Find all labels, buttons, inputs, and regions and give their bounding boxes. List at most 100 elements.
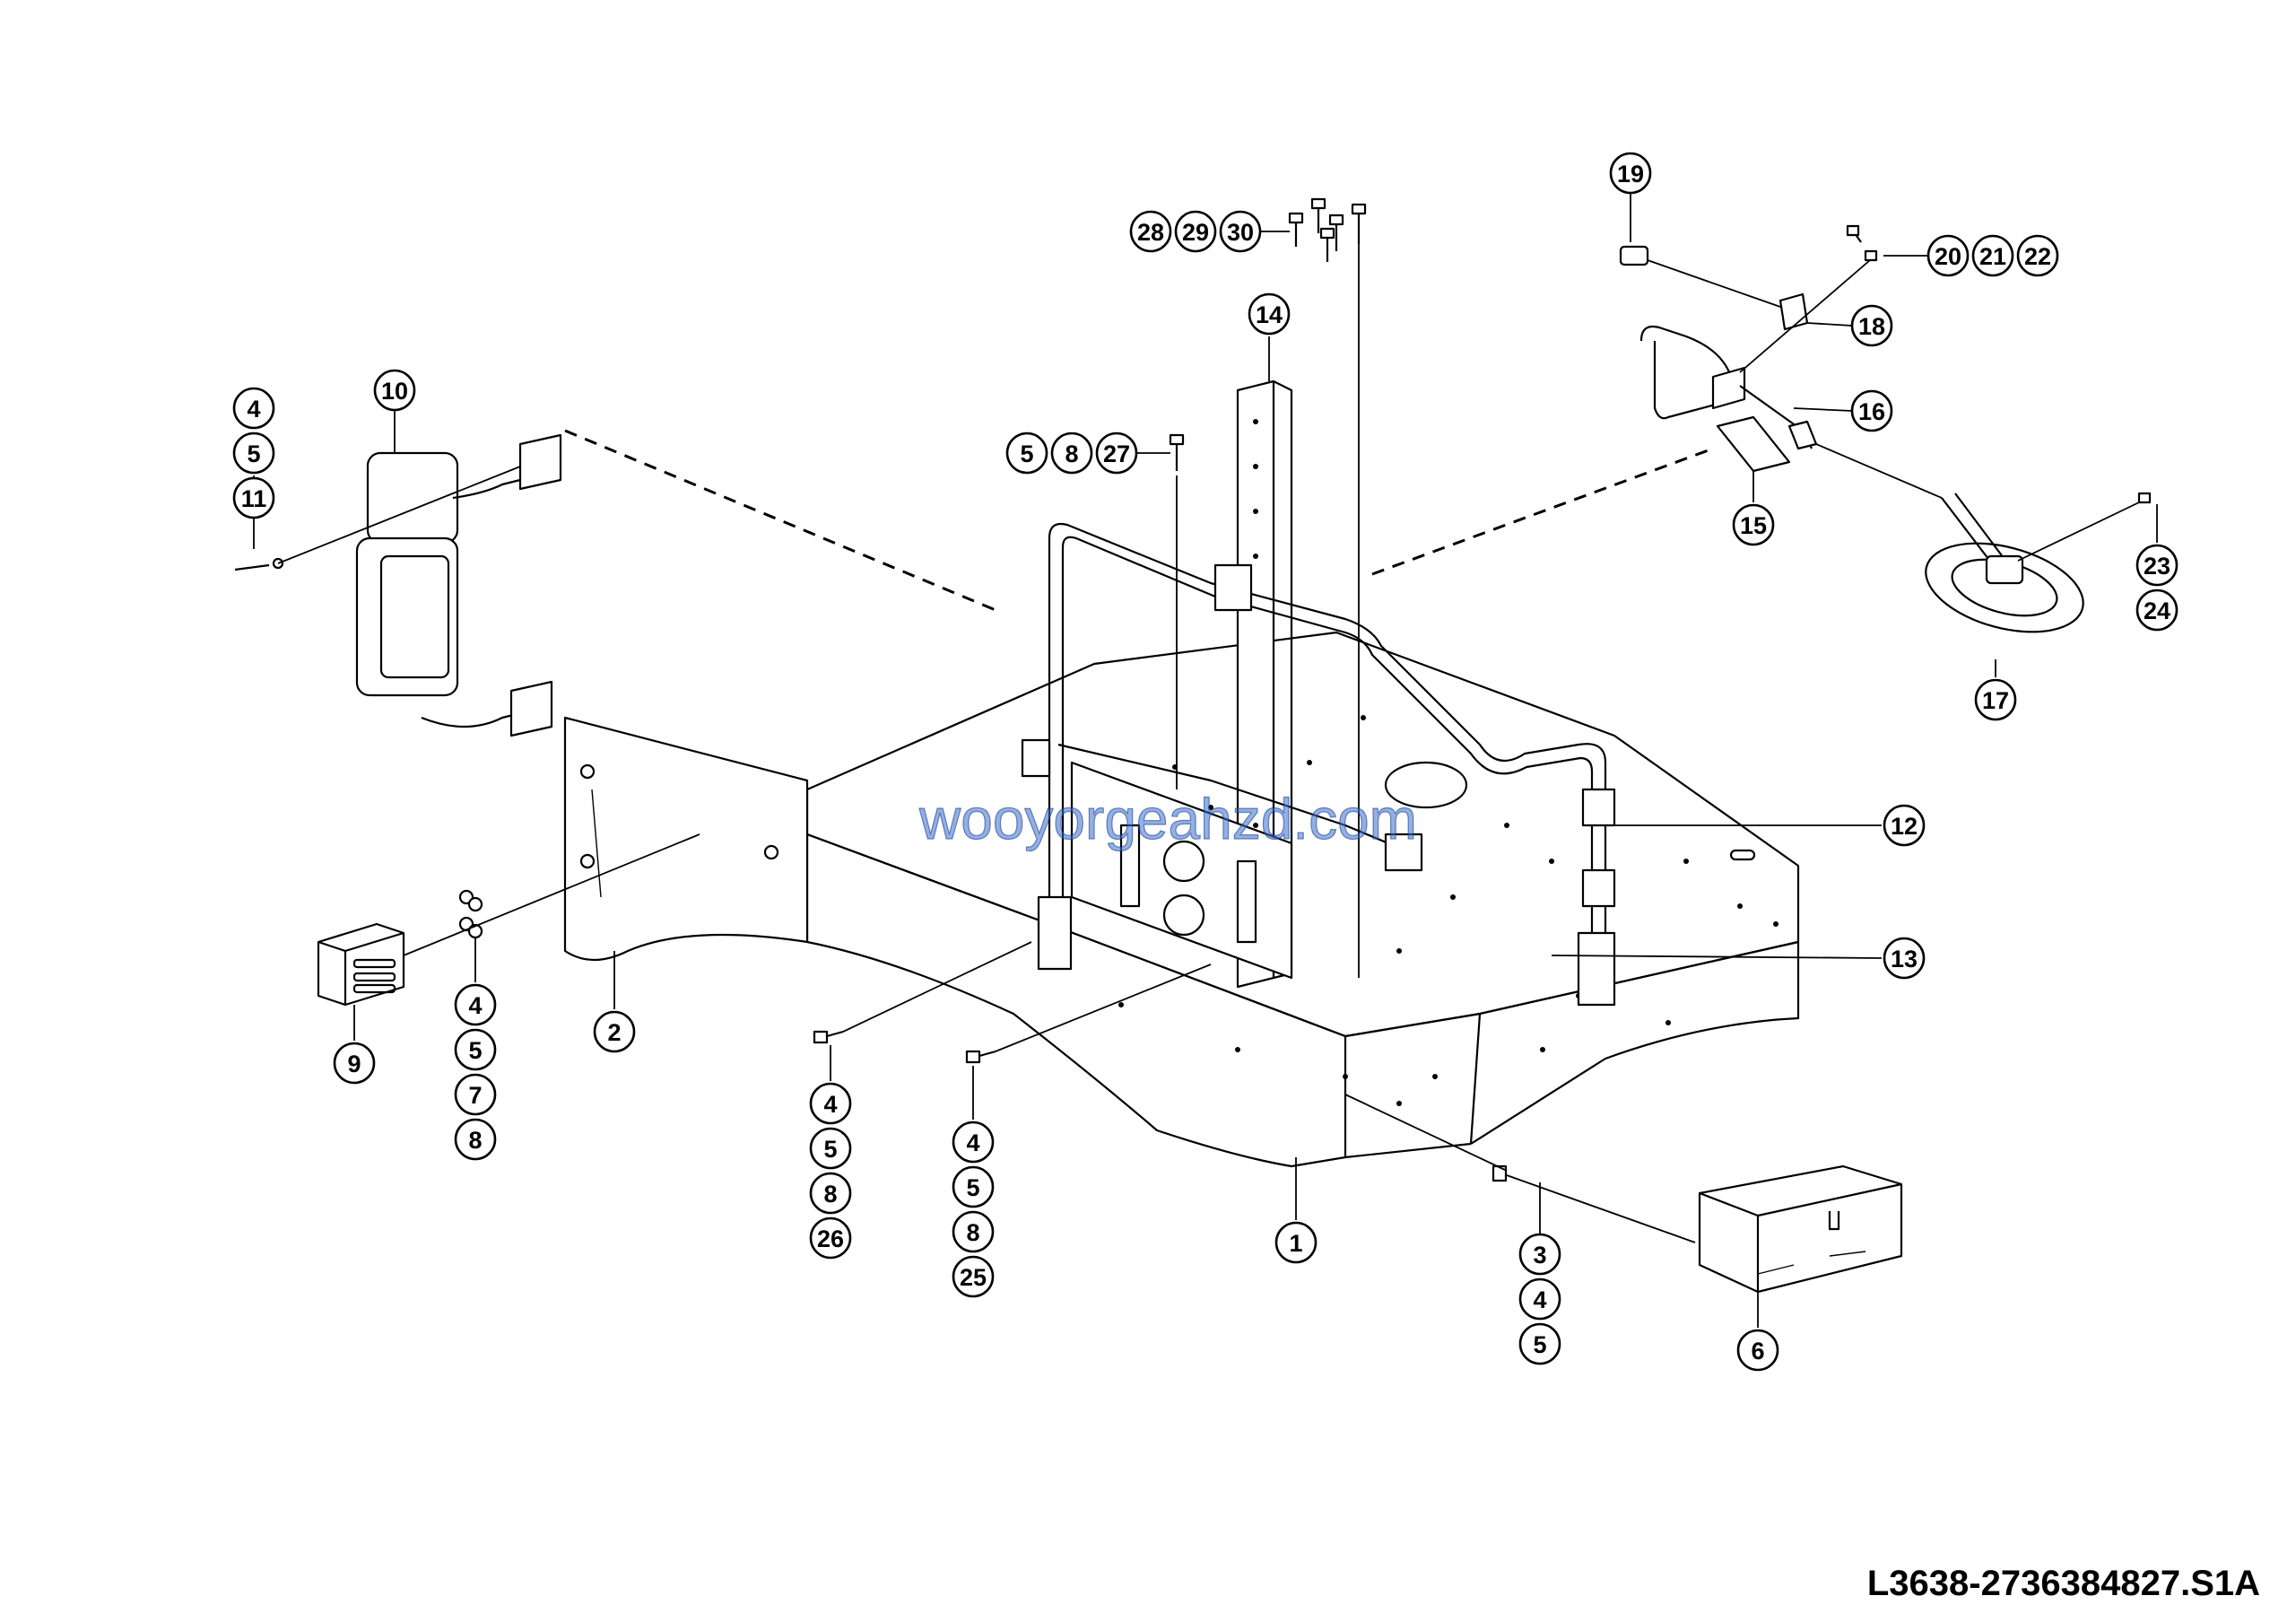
- callout-1: 1: [1274, 1221, 1318, 1264]
- watermark-text: wooyorgeahzd.com: [918, 787, 1417, 851]
- cover-box: [1698, 1164, 1903, 1294]
- callout-circle: [232, 476, 275, 519]
- callout-circle: [1736, 1329, 1779, 1372]
- callout-5: 5: [952, 1165, 995, 1208]
- callout-circle: [1129, 210, 1172, 253]
- callout-label: 5: [1533, 1331, 1546, 1358]
- callout-circle: [2135, 544, 2179, 587]
- callout-4: 4: [232, 387, 275, 430]
- callout-25: 25: [952, 1255, 995, 1298]
- callout-circle: [809, 1082, 852, 1125]
- callout-circle: [1095, 432, 1138, 475]
- callout-label: 15: [1740, 512, 1767, 539]
- callout-24: 24: [2135, 589, 2179, 632]
- bolts-20-22: [1846, 224, 1878, 262]
- callout-circle: [1005, 432, 1048, 475]
- callout-4: 4: [1518, 1278, 1561, 1321]
- callout-label: 20: [1935, 243, 1961, 270]
- callout-14: 14: [1248, 292, 1291, 336]
- bolts-28-29-30: [1288, 197, 1367, 262]
- callout-4: 4: [952, 1121, 995, 1164]
- callout-11: 11: [232, 476, 275, 519]
- callout-circle: [333, 1042, 376, 1085]
- right-mirror-bracket: [1619, 245, 1818, 473]
- callout-circle: [1732, 503, 1775, 546]
- callout-circle: [952, 1255, 995, 1298]
- callout-16: 16: [1850, 389, 1893, 432]
- bolt-25: [965, 1050, 996, 1064]
- callout-label: 5: [1020, 440, 1033, 467]
- callout-5: 5: [1005, 432, 1048, 475]
- callout-label: 5: [247, 440, 260, 467]
- callout-circle: [1883, 804, 1926, 847]
- callout-circle: [1971, 234, 2014, 277]
- callout-label: 23: [2144, 553, 2170, 580]
- front-bracket: [1070, 761, 1293, 980]
- leader-lines: [253, 193, 2158, 1328]
- dashed-connections: [564, 429, 1714, 612]
- callout-circle: [454, 1118, 497, 1161]
- callout-circle: [1850, 304, 1893, 347]
- callout-label: 2: [607, 1019, 621, 1046]
- callout-circle: [373, 369, 416, 412]
- callout-2: 2: [593, 1010, 636, 1053]
- callout-label: 5: [966, 1174, 979, 1201]
- callout-label: 4: [1533, 1286, 1546, 1313]
- callout-label: 27: [1103, 440, 1130, 467]
- callout-13: 13: [1883, 937, 1926, 980]
- callout-circle: [1274, 1221, 1318, 1264]
- callout-15: 15: [1732, 503, 1775, 546]
- callout-circle: [1219, 210, 1262, 253]
- callout-label: 8: [468, 1127, 482, 1154]
- callout-circle: [809, 1216, 852, 1260]
- callout-circle: [454, 983, 497, 1026]
- callout-label: 30: [1227, 219, 1254, 246]
- callout-6: 6: [1736, 1329, 1779, 1372]
- callout-label: 18: [1858, 313, 1885, 340]
- callout-label: 28: [1137, 219, 1164, 246]
- callout-circle: [1518, 1233, 1561, 1276]
- callout-label: 25: [960, 1264, 987, 1291]
- handrail: [1021, 522, 1616, 1007]
- bolt-3: [1492, 1164, 1508, 1182]
- callout-circle: [952, 1165, 995, 1208]
- callout-circle: [2016, 234, 2059, 277]
- callout-circle: [1609, 152, 1652, 195]
- callout-circle: [454, 1028, 497, 1071]
- callout-circle: [1850, 389, 1893, 432]
- callout-circle: [952, 1121, 995, 1164]
- bolt-27: [1169, 433, 1185, 471]
- callout-label: 8: [823, 1181, 837, 1208]
- callout-29: 29: [1174, 210, 1217, 253]
- callout-17: 17: [1974, 678, 2017, 721]
- callout-circle: [1518, 1278, 1561, 1321]
- callout-5: 5: [454, 1028, 497, 1071]
- callout-18: 18: [1850, 304, 1893, 347]
- round-mirror: [1925, 493, 2084, 633]
- callout-label: 6: [1751, 1338, 1764, 1365]
- callout-circle: [809, 1127, 852, 1170]
- callout-circle: [1926, 234, 1970, 277]
- callout-5: 5: [232, 432, 275, 475]
- callout-27: 27: [1095, 432, 1138, 475]
- callout-label: 26: [817, 1225, 844, 1252]
- callout-circle: [1974, 678, 2017, 721]
- callout-label: 11: [241, 485, 267, 512]
- callout-8: 8: [809, 1172, 852, 1215]
- drawing-code: L3638-2736384827.S1A: [1866, 1564, 2260, 1603]
- callout-label: 13: [1891, 946, 1918, 972]
- callout-3: 3: [1518, 1233, 1561, 1276]
- callout-circle: [2135, 589, 2179, 632]
- callout-circle: [1518, 1322, 1561, 1365]
- callout-label: 1: [1289, 1230, 1302, 1257]
- callout-19: 19: [1609, 152, 1652, 195]
- callout-label: 12: [1891, 813, 1918, 840]
- left-mirror-assembly: [355, 433, 562, 737]
- callout-label: 7: [468, 1082, 482, 1109]
- switch-box: [317, 922, 405, 1007]
- callout-label: 9: [347, 1051, 361, 1077]
- callout-label: 14: [1256, 301, 1283, 328]
- callout-label: 10: [381, 378, 408, 405]
- callout-circle: [232, 432, 275, 475]
